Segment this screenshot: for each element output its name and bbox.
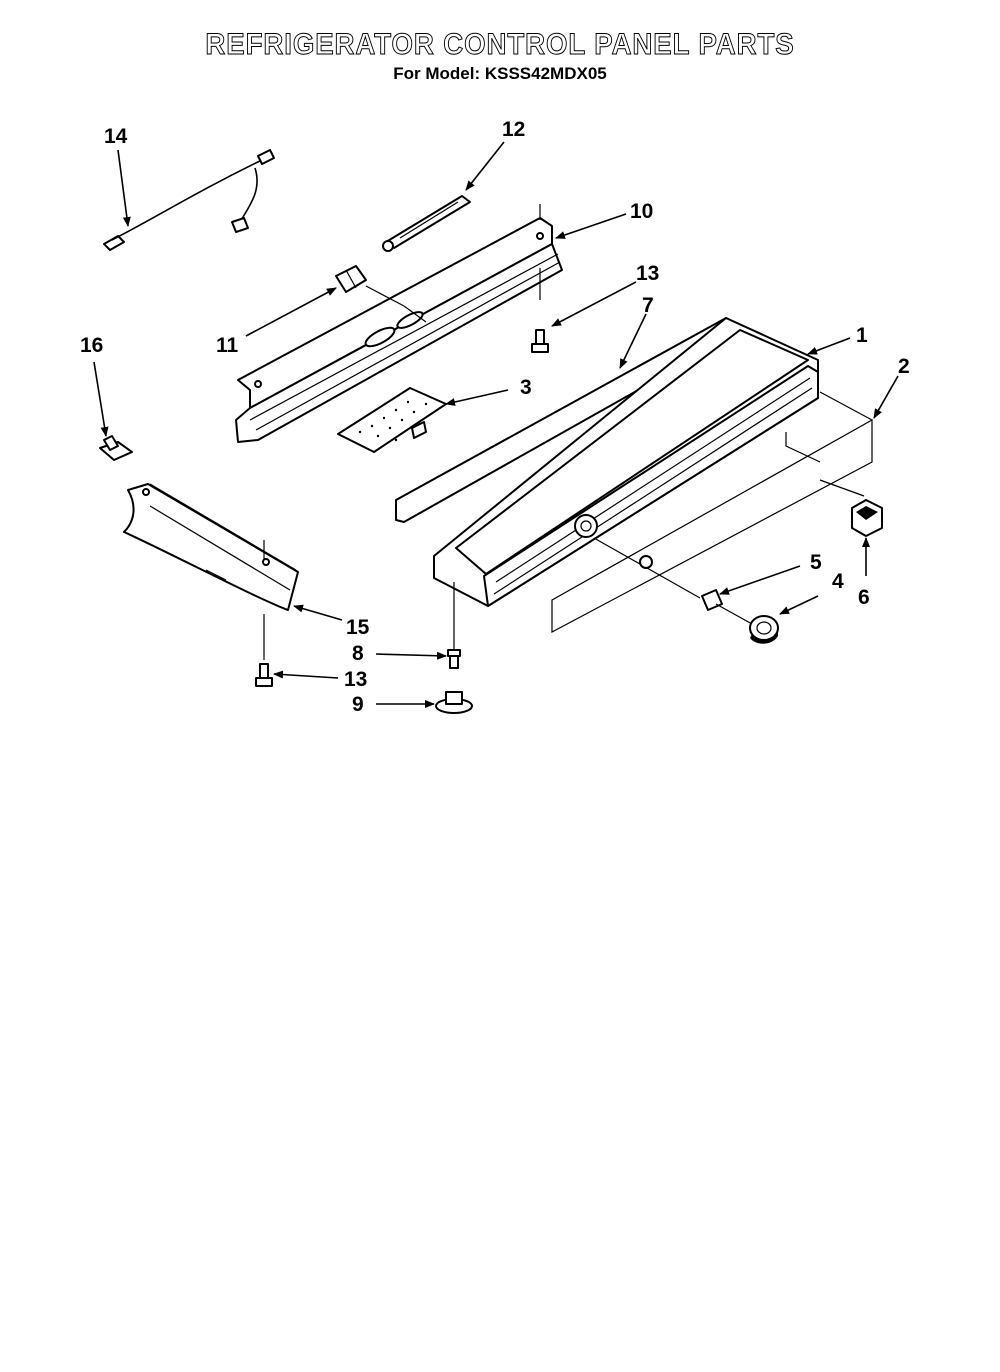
part-6-switch <box>851 499 883 537</box>
callout-6: 6 <box>858 586 870 609</box>
callout-10: 10 <box>630 200 653 223</box>
callout-3: 3 <box>520 376 532 399</box>
part-16-clip <box>99 435 133 461</box>
callout-16: 16 <box>80 334 103 357</box>
callout-1: 1 <box>856 324 868 347</box>
diagram-title: REFRIGERATOR CONTROL PANEL PARTS <box>205 28 795 62</box>
callout-9: 9 <box>352 693 364 716</box>
part-8-screw <box>447 649 461 669</box>
callout-11: 11 <box>216 334 239 357</box>
callout-8: 8 <box>352 642 364 665</box>
part-15-lower-trim <box>123 483 299 660</box>
callout-12: 12 <box>502 118 525 141</box>
leader-lines <box>93 141 899 708</box>
part-9-leveling-foot <box>435 691 473 714</box>
part-12-light-tube <box>382 195 471 252</box>
part-14-wire-harness <box>103 149 275 251</box>
part-4-knob <box>715 603 779 644</box>
callout-4: 4 <box>832 570 844 593</box>
callout-5: 5 <box>810 551 822 574</box>
model-subtitle: For Model: KSSS42MDX05 <box>393 64 607 83</box>
part-10-control-bracket <box>235 204 563 443</box>
part-1-control-housing <box>433 317 819 650</box>
part-13-screw-lower <box>255 663 273 687</box>
callout-2: 2 <box>898 355 910 378</box>
part-2-trim-cover <box>551 391 873 633</box>
callout-13-upper: 13 <box>636 262 659 285</box>
callout-13-lower: 13 <box>344 668 367 691</box>
callout-7: 7 <box>642 294 654 317</box>
part-3-control-board <box>337 387 447 453</box>
part-13-screw-upper <box>531 329 549 353</box>
callout-14: 14 <box>104 125 128 148</box>
part-11-lamp-socket <box>335 265 427 323</box>
callout-15: 15 <box>346 616 370 639</box>
diagram-header: REFRIGERATOR CONTROL PANEL PARTS For Mod… <box>0 28 1000 84</box>
